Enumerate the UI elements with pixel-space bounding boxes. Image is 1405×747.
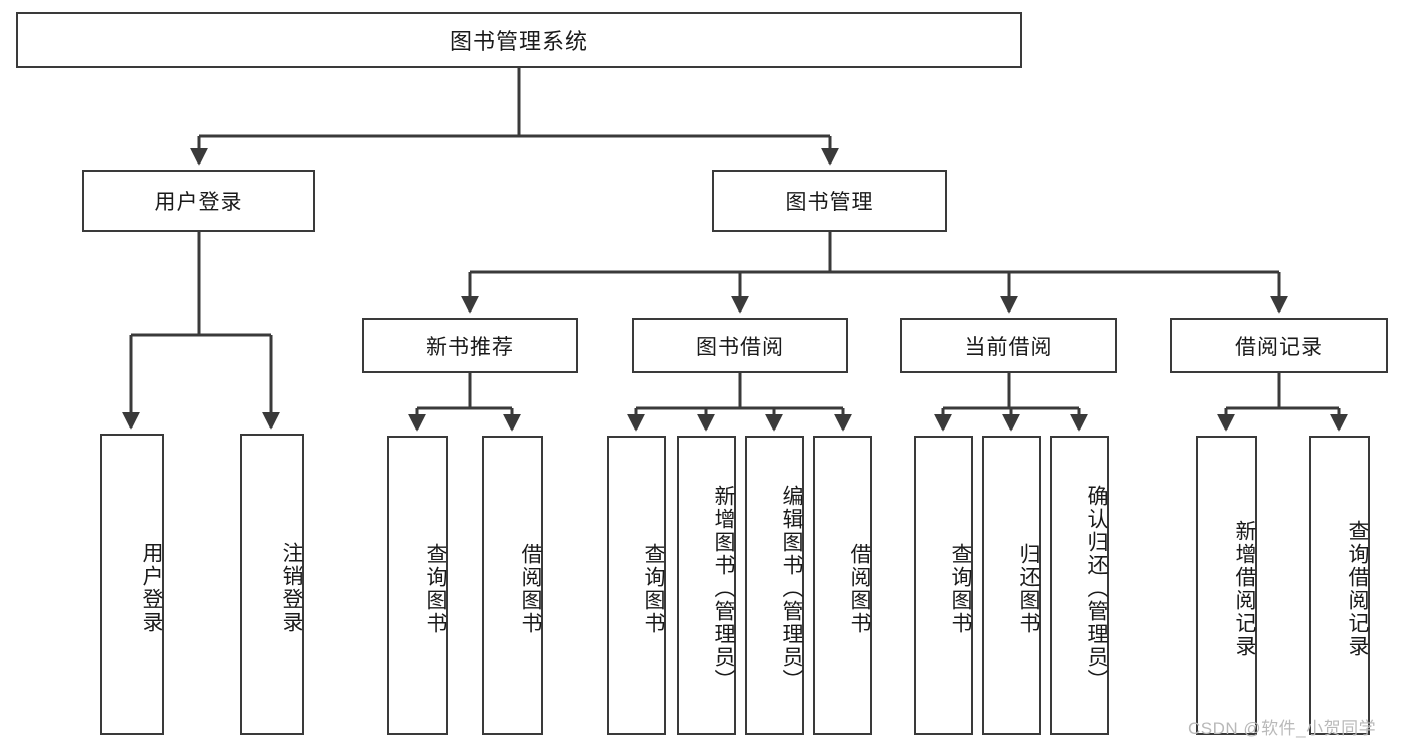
node-label: 编辑图书（管理员） (780, 485, 803, 692)
node-label: 确认归还（管理员） (1085, 485, 1108, 692)
node-current-borrow[interactable]: 当前借阅 (900, 318, 1117, 373)
node-root-system[interactable]: 图书管理系统 (16, 12, 1022, 68)
watermark: CSDN @软件_小贺同学 (1188, 719, 1377, 738)
node-label: 用户登录 (140, 541, 163, 634)
node-label: 图书管理系统 (449, 29, 588, 54)
leaf-query-book-current[interactable]: 查询图书 (914, 436, 973, 735)
node-label: 借阅记录 (1235, 335, 1323, 359)
node-label: 查询图书 (424, 542, 447, 635)
node-book-borrow[interactable]: 图书借阅 (632, 318, 848, 373)
node-user-login[interactable]: 用户登录 (82, 170, 315, 232)
node-borrow-record[interactable]: 借阅记录 (1170, 318, 1388, 373)
leaf-confirm-return-admin[interactable]: 确认归还（管理员） (1050, 436, 1109, 735)
node-book-management[interactable]: 图书管理 (712, 170, 947, 232)
leaf-logout[interactable]: 注销登录 (240, 434, 304, 735)
leaf-query-borrow-record[interactable]: 查询借阅记录 (1309, 436, 1370, 735)
leaf-return-book[interactable]: 归还图书 (982, 436, 1041, 735)
leaf-add-book-admin[interactable]: 新增图书（管理员） (677, 436, 736, 735)
node-label: 归还图书 (1017, 542, 1040, 635)
node-label: 注销登录 (280, 541, 303, 634)
leaf-borrow-book-recommend[interactable]: 借阅图书 (482, 436, 543, 735)
node-label: 查询借阅记录 (1346, 519, 1369, 658)
leaf-query-book-borrow[interactable]: 查询图书 (607, 436, 666, 735)
node-label: 查询图书 (949, 542, 972, 635)
leaf-query-book-recommend[interactable]: 查询图书 (387, 436, 448, 735)
leaf-edit-book-admin[interactable]: 编辑图书（管理员） (745, 436, 804, 735)
node-label: 新增图书（管理员） (712, 485, 735, 692)
leaf-user-login[interactable]: 用户登录 (100, 434, 164, 735)
leaf-borrow-book[interactable]: 借阅图书 (813, 436, 872, 735)
node-label: 图书管理 (785, 191, 874, 214)
node-label: 新书推荐 (426, 335, 514, 359)
node-label: 用户登录 (154, 191, 243, 214)
node-new-book-recommend[interactable]: 新书推荐 (362, 318, 578, 373)
node-label: 查询图书 (642, 542, 665, 635)
node-label: 当前借阅 (964, 335, 1053, 359)
node-label: 借阅图书 (519, 542, 542, 635)
node-label: 借阅图书 (848, 542, 871, 635)
node-label: 新增借阅记录 (1233, 519, 1256, 658)
leaf-add-borrow-record[interactable]: 新增借阅记录 (1196, 436, 1257, 735)
node-label: 图书借阅 (696, 335, 784, 359)
